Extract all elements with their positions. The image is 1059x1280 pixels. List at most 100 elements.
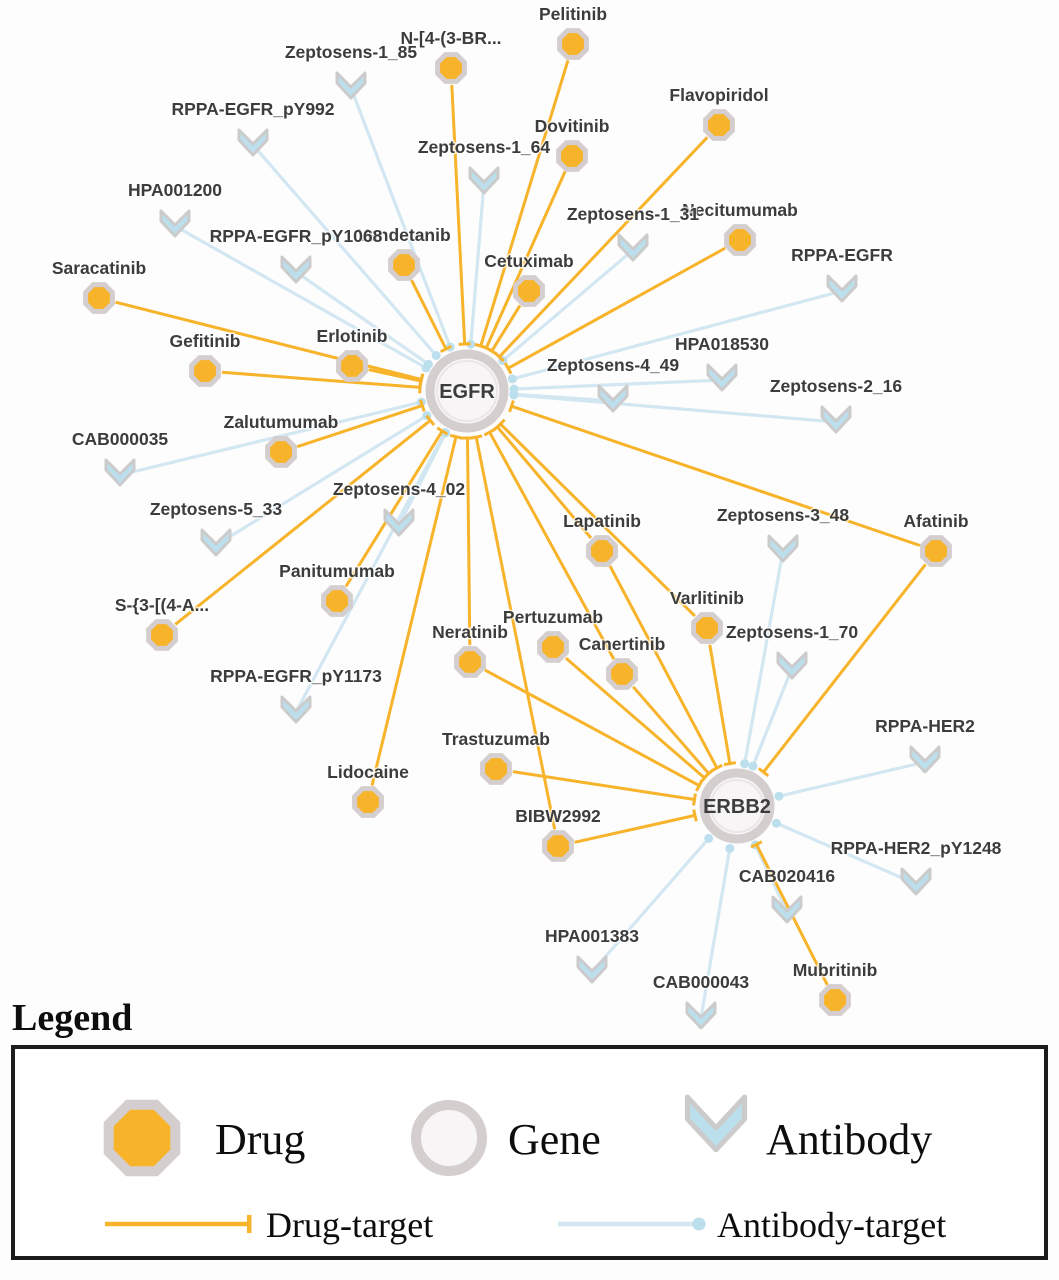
antibody-node-RPPA-EGFR_pY992[interactable] [237, 128, 269, 157]
drug-node-Neratinib[interactable] [454, 646, 486, 678]
drug-target-edge-tee [247, 1215, 252, 1233]
label-layer: PelitinibN-[4-(3-BR...DovitinibFlavopiri… [50, 3, 1003, 994]
drug-target-edge-Vandetanib-EGFR [410, 279, 453, 354]
antibody-node-CAB000035[interactable] [104, 458, 136, 487]
antibody-node-Zeptosens-1_64[interactable] [468, 166, 500, 195]
drug-node-Pertuzumab[interactable] [537, 631, 569, 663]
drug-node-Lidocaine[interactable] [352, 786, 384, 818]
antibody-node-RPPA-HER2_pY1248[interactable] [900, 867, 932, 896]
drug-target-edge-Varlitinib-EGFR [495, 418, 696, 618]
drug-node-Necitumumab[interactable] [724, 224, 756, 256]
drug-node-Lapatinib[interactable] [586, 535, 618, 567]
label-CAB000035: CAB000035 [72, 429, 169, 449]
label-Neratinib: Neratinib [432, 622, 508, 642]
drug-target-edge-Pertuzumab-ERBB2 [564, 656, 710, 784]
drug-target-edge-Canertinib-EGFR [483, 428, 616, 660]
drug-target-edge-Trastuzumab-ERBB2 [512, 770, 697, 806]
drug-node-Panitumumab[interactable] [321, 585, 353, 617]
drug-node-S-{3-[(4-A...[interactable] [146, 619, 178, 651]
antibody-node-Zeptosens-3_48[interactable] [767, 534, 799, 563]
drug-node-Gefitinib[interactable] [189, 355, 221, 387]
drug-target-edge-Lapatinib-ERBB2 [608, 565, 723, 773]
antibody-node-HPA001200[interactable] [159, 209, 191, 238]
drug-node-Saracatinib[interactable] [83, 282, 115, 314]
label-RPPA-EGFR_pY1173: RPPA-EGFR_pY1173 [210, 666, 382, 686]
antibody-target-edge-Zeptosens-5_33-EGFR [216, 411, 432, 546]
label-BIBW2992: BIBW2992 [515, 806, 601, 826]
label-Mubritinib: Mubritinib [793, 960, 878, 980]
label-Zeptosens-4_02: Zeptosens-4_02 [333, 479, 466, 499]
legend-gene-label: Gene [508, 1115, 601, 1164]
label-Zalutumumab: Zalutumumab [224, 412, 339, 432]
label-Cetuximab: Cetuximab [484, 251, 573, 271]
drug-target-edge-Gefitinib-EGFR [221, 370, 423, 394]
drug-node-Dovitinib[interactable] [556, 140, 588, 172]
drug-node-Varlitinib[interactable] [691, 612, 723, 644]
antibody-node-Zeptosens-4_49[interactable] [597, 384, 629, 413]
drug-target-edge-Dovitinib-EGFR [480, 170, 567, 352]
drug-node-Erlotinib[interactable] [336, 350, 368, 382]
drug-node-Afatinib[interactable] [920, 535, 952, 567]
drug-target-edge-Erlotinib-EGFR [368, 368, 424, 388]
drug-node-Mubritinib[interactable] [819, 984, 851, 1016]
legend-title: Legend [12, 997, 132, 1039]
label-Gefitinib: Gefitinib [170, 331, 241, 351]
drug-node-icon [103, 1099, 181, 1177]
label-Erlotinib: Erlotinib [317, 326, 388, 346]
antibody-target-edge-Zeptosens-2_16-EGFR [509, 390, 835, 424]
antibody-node-CAB020416[interactable] [771, 895, 803, 924]
antibody-node-RPPA-EGFR_pY1173[interactable] [280, 695, 312, 724]
label-Zeptosens-1_70: Zeptosens-1_70 [726, 622, 859, 642]
antibody-node-Zeptosens-2_16[interactable] [820, 405, 852, 434]
antibody-node-RPPA-EGFR_pY1068[interactable] [280, 255, 312, 284]
drug-target-edge-Cetuximab-EGFR [485, 304, 522, 356]
gene-node-EGFR[interactable] [425, 349, 509, 433]
drug-node-Canertinib[interactable] [606, 658, 638, 690]
drug-target-edge-Afatinib-EGFR [508, 400, 921, 547]
label-N-[4-(3-BR...: N-[4-(3-BR... [400, 28, 501, 48]
label-RPPA-EGFR: RPPA-EGFR [791, 245, 893, 265]
antibody-target-edge-Zeptosens-1_85-EGFR [350, 89, 455, 352]
gene-node-ERBB2[interactable] [699, 768, 775, 844]
antibody-target-edge-RPPA-HER2-ERBB2 [774, 760, 924, 801]
label-HPA018530: HPA018530 [675, 334, 769, 354]
antibody-node-HPA018530[interactable] [706, 363, 738, 392]
drug-target-edge-S-{3-[(4-A...-EGFR [174, 414, 436, 626]
antibody-node-RPPA-EGFR[interactable] [826, 274, 858, 303]
drug-node-Zalutumumab[interactable] [265, 436, 297, 468]
antibody-target-edge-RPPA-EGFR_pY1173-EGFR [295, 428, 450, 711]
gene-node-icon [411, 1100, 487, 1176]
antibody-node-Zeptosens-1_31[interactable] [617, 233, 649, 262]
drug-node-Vandetanib[interactable] [388, 249, 420, 281]
drug-node-Trastuzumab[interactable] [480, 753, 512, 785]
label-HPA001200: HPA001200 [128, 180, 222, 200]
label-Zeptosens-1_64: Zeptosens-1_64 [418, 137, 551, 157]
antibody-target-edge-RPPA-EGFR_pY1068-EGFR [296, 271, 433, 369]
label-Lidocaine: Lidocaine [327, 762, 409, 782]
drug-node-Pelitinib[interactable] [557, 28, 589, 60]
drug-node-BIBW2992[interactable] [542, 830, 574, 862]
label-Vandetanib: Vandetanib [357, 225, 450, 245]
antibody-node-Zeptosens-4_02[interactable] [383, 508, 415, 537]
antibody-node-RPPA-HER2[interactable] [909, 745, 941, 774]
label-ERBB2: ERBB2 [703, 796, 771, 818]
drug-target-edge-Lidocaine-EGFR [370, 433, 463, 786]
antibody-target-edge-RPPA-EGFR_pY992-EGFR [253, 145, 441, 360]
drug-target-edge-Saracatinib-EGFR [115, 300, 425, 386]
antibody-target-edge-HPA018530-EGFR [509, 378, 721, 394]
drug-node-Flavopiridol[interactable] [703, 109, 735, 141]
antibody-node-CAB000043[interactable] [685, 1001, 717, 1030]
antibody-node-HPA001383[interactable] [576, 955, 608, 984]
drug-node-Cetuximab[interactable] [513, 275, 545, 307]
antibody-node-Zeptosens-5_33[interactable] [200, 528, 232, 557]
antibody-node-Zeptosens-1_70[interactable] [776, 651, 808, 680]
antibody-target-edge-CAB000043-ERBB2 [699, 843, 735, 1017]
antibody-edge-layer [121, 89, 924, 1017]
label-Zeptosens-1_85: Zeptosens-1_85 [285, 42, 418, 62]
label-RPPA-EGFR_pY992: RPPA-EGFR_pY992 [171, 99, 334, 119]
label-RPPA-HER2: RPPA-HER2 [875, 716, 975, 736]
drug-node-N-[4-(3-BR...[interactable] [435, 52, 467, 84]
antibody-node-Zeptosens-1_85[interactable] [335, 71, 367, 100]
